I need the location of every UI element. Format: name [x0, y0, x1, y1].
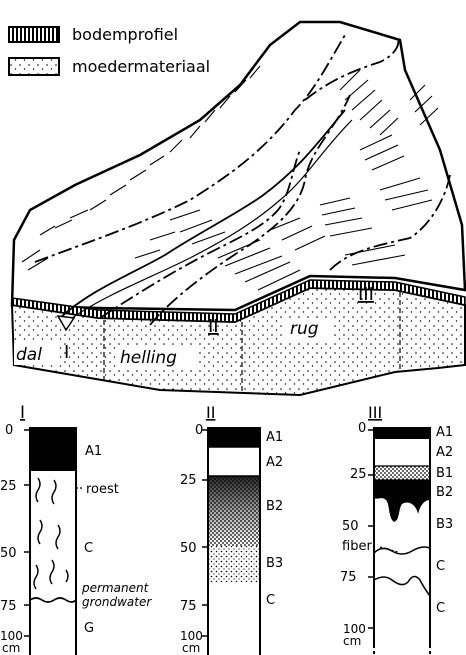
profile-III-lower-boundary [374, 576, 430, 596]
profile-I-annotation-rust: roest [86, 482, 119, 497]
profile-III-label-C-lower: C [436, 601, 445, 616]
profile-I-rust-mottles [34, 478, 68, 589]
legend-swatch-soil-profile [9, 27, 59, 42]
legend-label-soil-profile: bodemprofiel [72, 25, 178, 44]
profile-III-annotation-fiber: fiber [342, 539, 372, 554]
profile-I-horizon-A1-fill [30, 427, 76, 471]
profile-I-unit: cm [2, 641, 20, 655]
profile-III-tick-50: 50 [342, 519, 359, 534]
profile-I-label-C: C [84, 541, 93, 556]
zone-numeral-valley: I [64, 342, 69, 363]
profile-II-horizon-B3-fill [208, 546, 260, 582]
profile-III-numeral: III [368, 403, 382, 422]
profile-II-tick-75: 75 [180, 599, 197, 614]
profile-column-II: II 0 25 50 75 100 cm A1 A2 B2 B3 C [180, 403, 283, 655]
profile-III-horizon-A1-fill [374, 427, 430, 439]
profile-III-fiber-line [374, 547, 430, 554]
profile-I-annotation-permanent: permanent [81, 581, 150, 595]
profile-I-groundwater-line [30, 598, 76, 602]
profile-I-tick-50: 50 [0, 546, 17, 561]
legend: bodemprofiel moedermateriaal [9, 25, 210, 76]
profile-III-tick-0: 0 [358, 421, 366, 436]
legend-swatch-parent-material [9, 58, 59, 75]
profile-III-tick-75: 75 [340, 570, 357, 585]
zone-numeral-ridge: III [358, 284, 374, 305]
profile-II-tick-50: 50 [180, 541, 197, 556]
profile-III-label-B3: B3 [436, 517, 453, 532]
profile-III-horizon-B1-fill [374, 466, 430, 480]
profile-I-numeral: I [20, 403, 25, 423]
profile-III-label-B2: B2 [436, 485, 453, 500]
zone-label-ridge: rug [290, 319, 319, 339]
profile-II-label-A1: A1 [266, 430, 283, 445]
profile-III-tick-25: 25 [350, 467, 367, 482]
profile-II-horizon-A1-fill [208, 427, 260, 447]
profile-III-label-B1: B1 [436, 466, 453, 481]
legend-label-parent-material: moedermateriaal [72, 57, 210, 76]
profile-III-horizon-B2-fill [374, 480, 430, 522]
profile-II-numeral: II [206, 403, 215, 422]
profile-I-tick-25: 25 [0, 479, 17, 494]
profile-II-label-B3: B3 [266, 556, 283, 571]
profile-II-label-B2: B2 [266, 499, 283, 514]
landscape-block: dal I helling II rug III [12, 22, 465, 395]
profile-I-tick-75: 75 [0, 599, 17, 614]
profile-I-annotation-groundwater: grondwater [82, 595, 152, 609]
profile-I-label-G: G [84, 621, 94, 636]
profile-II-tick-25: 25 [180, 473, 197, 488]
profile-II-label-C: C [266, 593, 275, 608]
zone-label-slope: helling [120, 348, 177, 368]
profile-III-label-A1: A1 [436, 425, 453, 440]
profile-III-unit: cm [343, 634, 361, 648]
profile-I-tick-0: 0 [5, 423, 13, 438]
zone-numeral-slope: II [208, 316, 219, 337]
profile-I-label-A1: A1 [85, 444, 102, 459]
profile-II-label-A2: A2 [266, 455, 283, 470]
profile-column-I: I 0 25 50 75 100 cm A1 roest [0, 403, 152, 655]
profile-II-unit: cm [182, 641, 200, 655]
zone-label-valley: dal [16, 345, 42, 365]
profile-III-label-A2: A2 [436, 445, 453, 460]
profile-III-label-C-upper: C [436, 559, 445, 574]
profile-column-III: III 0 25 50 75 100 cm fiber A1 A2 B1 B2 … [340, 403, 453, 655]
